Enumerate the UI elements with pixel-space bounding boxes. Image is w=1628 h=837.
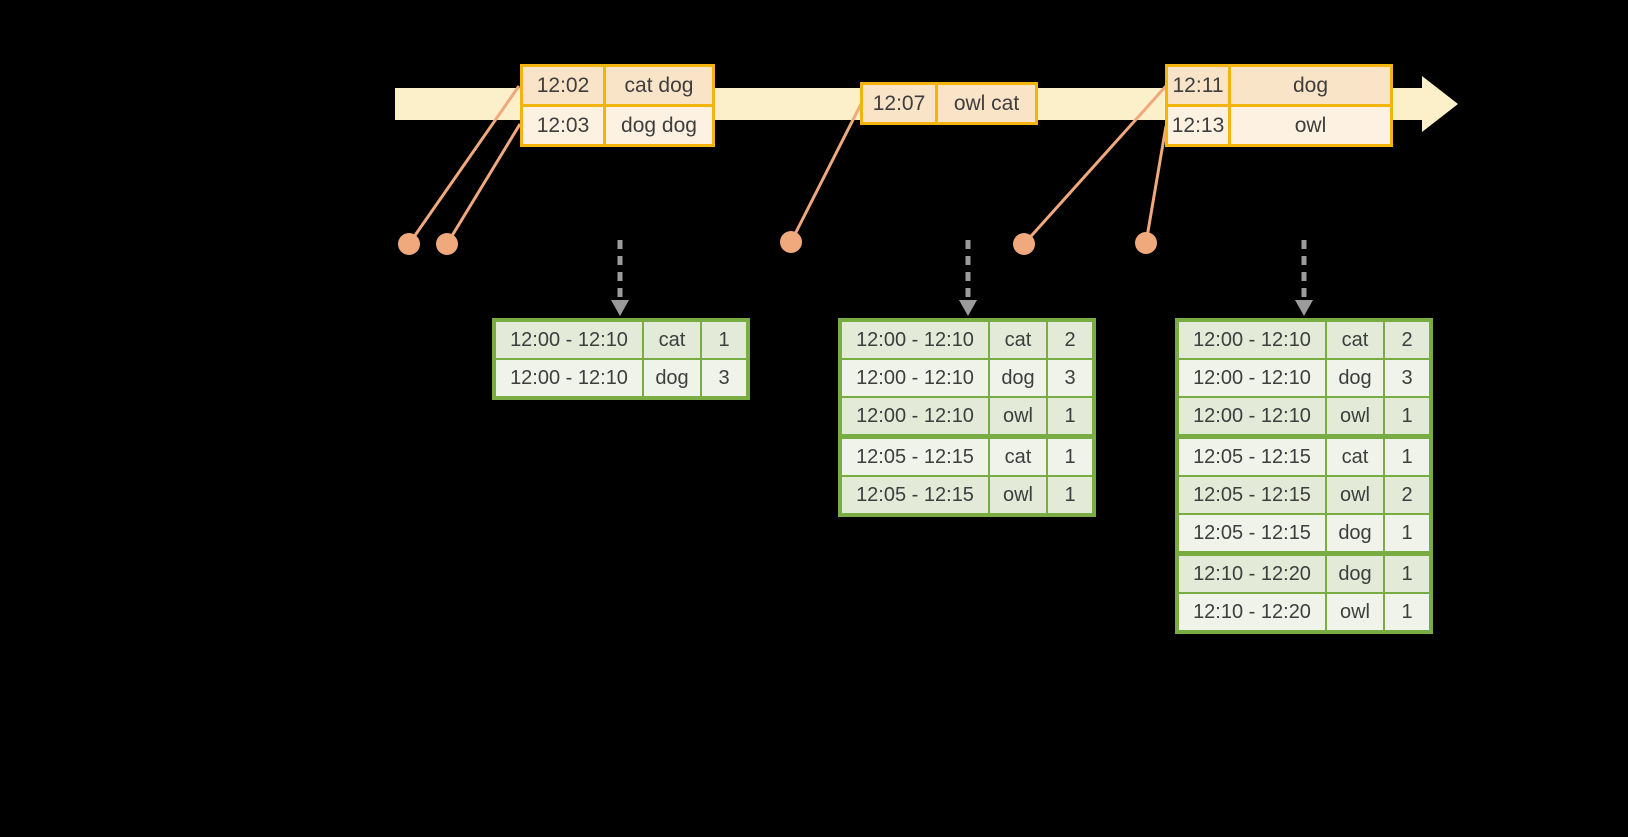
event-dot-icon bbox=[1013, 233, 1035, 255]
table-row: 12:10 - 12:20 owl 1 bbox=[1179, 594, 1429, 630]
event-time-cell: 12:11 bbox=[1168, 67, 1228, 104]
word-cell: owl bbox=[990, 477, 1046, 513]
event-words-cell: dog bbox=[1231, 67, 1390, 104]
result-table: 12:00 - 12:10 cat 2 12:00 - 12:10 dog 3 … bbox=[1175, 318, 1433, 634]
event-dot-icon bbox=[436, 233, 458, 255]
event-row: 12:03 dog dog bbox=[523, 107, 712, 144]
word-cell: owl bbox=[1327, 477, 1383, 513]
event-time-cell: 12:02 bbox=[523, 67, 603, 104]
window-cell: 12:00 - 12:10 bbox=[842, 360, 988, 396]
window-cell: 12:00 - 12:10 bbox=[1179, 398, 1325, 434]
event-dot-icon bbox=[398, 233, 420, 255]
count-cell: 2 bbox=[1048, 322, 1092, 358]
count-cell: 1 bbox=[1385, 439, 1429, 475]
window-cell: 12:05 - 12:15 bbox=[842, 439, 988, 475]
result-table: 12:00 - 12:10 cat 2 12:00 - 12:10 dog 3 … bbox=[838, 318, 1096, 517]
word-cell: dog bbox=[644, 360, 700, 396]
word-cell: owl bbox=[990, 398, 1046, 434]
table-row: 12:00 - 12:10 owl 1 bbox=[842, 398, 1092, 434]
word-cell: dog bbox=[1327, 515, 1383, 551]
table-row: 12:00 - 12:10 cat 2 bbox=[1179, 322, 1429, 358]
event-box: 12:11 dog 12:13 owl bbox=[1165, 64, 1393, 147]
timeline-arrowhead-icon bbox=[1422, 76, 1458, 132]
event-dot-icon bbox=[780, 231, 802, 253]
window-cell: 12:10 - 12:20 bbox=[1179, 594, 1325, 630]
event-time-cell: 12:13 bbox=[1168, 107, 1228, 144]
count-cell: 3 bbox=[1048, 360, 1092, 396]
window-cell: 12:00 - 12:10 bbox=[842, 322, 988, 358]
trigger-arrowhead-icon bbox=[1295, 300, 1313, 316]
count-cell: 1 bbox=[702, 322, 746, 358]
event-words-cell: owl cat bbox=[938, 85, 1035, 122]
table-row: 12:05 - 12:15 owl 2 bbox=[1179, 477, 1429, 513]
event-words-cell: owl bbox=[1231, 107, 1390, 144]
event-connector-line bbox=[1144, 125, 1168, 244]
trigger-arrowhead-icon bbox=[959, 300, 977, 316]
table-row: 12:00 - 12:10 cat 1 bbox=[496, 322, 746, 358]
table-row: 12:05 - 12:15 owl 1 bbox=[842, 477, 1092, 513]
event-connector-line bbox=[789, 103, 863, 243]
table-row: 12:00 - 12:10 dog 3 bbox=[496, 360, 746, 396]
window-cell: 12:00 - 12:10 bbox=[1179, 322, 1325, 358]
event-words-cell: cat dog bbox=[606, 67, 712, 104]
window-cell: 12:00 - 12:10 bbox=[1179, 360, 1325, 396]
table-row: 12:00 - 12:10 owl 1 bbox=[1179, 398, 1429, 434]
count-cell: 3 bbox=[1385, 360, 1429, 396]
window-cell: 12:05 - 12:15 bbox=[1179, 439, 1325, 475]
word-cell: cat bbox=[1327, 439, 1383, 475]
table-row: 12:00 - 12:10 cat 2 bbox=[842, 322, 1092, 358]
event-words-cell: dog dog bbox=[606, 107, 712, 144]
result-table: 12:00 - 12:10 cat 1 12:00 - 12:10 dog 3 bbox=[492, 318, 750, 400]
event-time-cell: 12:03 bbox=[523, 107, 603, 144]
event-row: 12:07 owl cat bbox=[863, 85, 1035, 122]
window-cell: 12:00 - 12:10 bbox=[496, 322, 642, 358]
event-connector-line bbox=[445, 123, 522, 245]
event-connector-line bbox=[407, 85, 521, 245]
window-cell: 12:00 - 12:10 bbox=[496, 360, 642, 396]
event-connector-line bbox=[1022, 84, 1168, 246]
word-cell: dog bbox=[990, 360, 1046, 396]
count-cell: 2 bbox=[1385, 477, 1429, 513]
event-row: 12:13 owl bbox=[1168, 107, 1390, 144]
table-row: 12:05 - 12:15 cat 1 bbox=[842, 439, 1092, 475]
word-cell: cat bbox=[990, 439, 1046, 475]
window-cell: 12:05 - 12:15 bbox=[1179, 515, 1325, 551]
window-cell: 12:05 - 12:15 bbox=[842, 477, 988, 513]
word-cell: dog bbox=[1327, 360, 1383, 396]
trigger-arrowhead-icon bbox=[611, 300, 629, 316]
count-cell: 1 bbox=[1048, 477, 1092, 513]
count-cell: 1 bbox=[1385, 515, 1429, 551]
window-cell: 12:05 - 12:15 bbox=[1179, 477, 1325, 513]
table-row: 12:00 - 12:10 dog 3 bbox=[1179, 360, 1429, 396]
table-row: 12:05 - 12:15 cat 1 bbox=[1179, 439, 1429, 475]
window-cell: 12:10 - 12:20 bbox=[1179, 556, 1325, 592]
count-cell: 1 bbox=[1385, 594, 1429, 630]
word-cell: cat bbox=[990, 322, 1046, 358]
count-cell: 3 bbox=[702, 360, 746, 396]
word-cell: owl bbox=[1327, 594, 1383, 630]
event-box: 12:02 cat dog 12:03 dog dog bbox=[520, 64, 715, 147]
event-box: 12:07 owl cat bbox=[860, 82, 1038, 125]
event-row: 12:11 dog bbox=[1168, 67, 1390, 104]
table-row: 12:10 - 12:20 dog 1 bbox=[1179, 556, 1429, 592]
word-cell: cat bbox=[1327, 322, 1383, 358]
count-cell: 1 bbox=[1048, 398, 1092, 434]
table-row: 12:05 - 12:15 dog 1 bbox=[1179, 515, 1429, 551]
count-cell: 2 bbox=[1385, 322, 1429, 358]
event-dot-icon bbox=[1135, 232, 1157, 254]
word-cell: dog bbox=[1327, 556, 1383, 592]
word-cell: owl bbox=[1327, 398, 1383, 434]
window-cell: 12:00 - 12:10 bbox=[842, 398, 988, 434]
count-cell: 1 bbox=[1385, 398, 1429, 434]
word-cell: cat bbox=[644, 322, 700, 358]
count-cell: 1 bbox=[1048, 439, 1092, 475]
table-row: 12:00 - 12:10 dog 3 bbox=[842, 360, 1092, 396]
event-row: 12:02 cat dog bbox=[523, 67, 712, 104]
event-time-cell: 12:07 bbox=[863, 85, 935, 122]
count-cell: 1 bbox=[1385, 556, 1429, 592]
